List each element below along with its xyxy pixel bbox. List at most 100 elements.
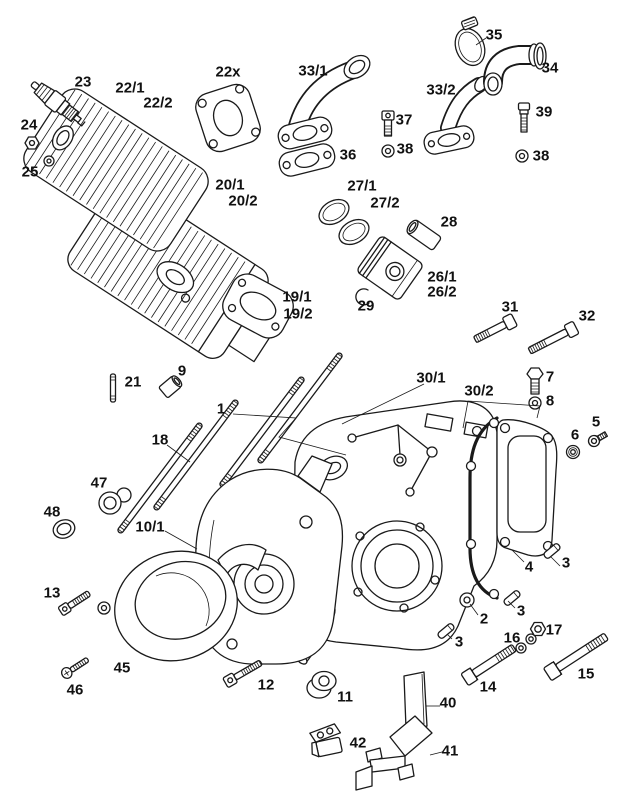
part-label-27-2: 27/2: [370, 194, 400, 212]
washer-6-drawing: [565, 444, 581, 460]
part-label-25: 25: [21, 163, 39, 181]
part-label-22-2: 22/2: [143, 94, 173, 112]
crankcase-right-half-drawing: [496, 419, 558, 557]
part-label-42: 42: [349, 734, 367, 752]
part-label-20-1: 20/1: [215, 176, 245, 194]
plug-nut-drawing: [24, 136, 40, 150]
part-label-47: 47: [90, 474, 108, 492]
screw-5-drawing: [587, 431, 609, 448]
bolt-37-drawing: [381, 110, 395, 137]
screw-39-drawing: [517, 102, 531, 133]
bolt-15-drawing: [543, 633, 609, 681]
piston-rings-drawing: [318, 198, 370, 246]
part-label-24: 24: [20, 116, 38, 134]
bolt-13-drawing: [57, 590, 91, 616]
intake-manifold-drawing: [277, 54, 371, 150]
bolt-14-drawing: [460, 644, 517, 686]
part-label-45: 45: [113, 659, 131, 677]
part-label-22-1: 22/1: [115, 79, 145, 97]
kickstart-cover-drawing: [97, 543, 267, 662]
center-gasket-drawing: [465, 416, 500, 600]
washer-38b-drawing: [515, 149, 529, 163]
part-label-20-2: 20/2: [228, 192, 258, 210]
dowel-pin-drawing: [437, 623, 455, 639]
part-label-5: 5: [591, 413, 601, 431]
part-label-19-1: 19/1: [282, 288, 312, 306]
part-label-3: 3: [516, 602, 526, 620]
seal-ring-drawing: [459, 592, 475, 608]
part-label-38: 38: [396, 140, 414, 158]
part-label-29: 29: [357, 297, 375, 315]
part-label-32: 32: [578, 307, 596, 325]
part-label-46: 46: [66, 681, 84, 699]
hose-clamp-drawing: [454, 16, 486, 67]
part-label-8: 8: [545, 392, 555, 410]
part-label-27-1: 27/1: [347, 177, 377, 195]
part-label-26-1: 26/1: [427, 268, 457, 286]
part-label-14: 14: [479, 678, 497, 696]
part-label-37: 37: [395, 111, 413, 129]
piston-pin-drawing: [406, 219, 442, 251]
part-label-4: 4: [524, 558, 534, 576]
part-label-34: 34: [541, 59, 559, 77]
part-label-9: 9: [177, 362, 187, 380]
manifold-gasket-drawing: [278, 143, 336, 177]
part-label-39: 39: [535, 103, 553, 121]
bolt-7-drawing: [526, 367, 544, 395]
part-label-23: 23: [74, 73, 92, 91]
bracket-41-drawing: [355, 715, 433, 791]
small-stud-drawing: [109, 373, 117, 403]
circlip-drawing: [355, 288, 370, 306]
grommet-11-drawing: [306, 670, 337, 699]
part-label-3: 3: [454, 633, 464, 651]
cylinder-head-drawing: [23, 88, 209, 252]
part-label-7: 7: [545, 368, 555, 386]
block-42-drawing: [309, 723, 343, 758]
part-label-3: 3: [561, 554, 571, 572]
part-label-28: 28: [440, 213, 458, 231]
dowel-pin-drawing: [503, 590, 521, 606]
washer-38-drawing: [381, 144, 395, 158]
part-label-19-2: 19/2: [283, 305, 313, 323]
part-label-17: 17: [545, 621, 563, 639]
part-label-35: 35: [485, 26, 503, 44]
plug-washer-drawing: [43, 155, 55, 167]
bushing-48-drawing: [52, 519, 76, 539]
crankcase-left-half-drawing: [292, 400, 498, 665]
part-label-13: 13: [43, 584, 61, 602]
base-gasket-drawing: [222, 273, 294, 339]
part-label-12: 12: [257, 676, 275, 694]
bolt-12-drawing: [222, 659, 263, 688]
part-label-26-2: 26/2: [427, 283, 457, 301]
bolt-32-drawing: [527, 321, 580, 355]
part-label-18: 18: [151, 431, 169, 449]
part-label-16: 16: [503, 629, 521, 647]
part-label-15: 15: [577, 665, 595, 683]
part-label-31: 31: [501, 298, 519, 316]
piston-drawing: [357, 236, 423, 300]
screw-46-drawing: [60, 657, 89, 679]
part-label-1: 1: [216, 400, 226, 418]
bolt-31-drawing: [473, 313, 518, 343]
part-label-33-2: 33/2: [426, 81, 456, 99]
dowel-pin-drawing: [543, 543, 561, 559]
part-label-41: 41: [441, 742, 459, 760]
part-label-30-2: 30/2: [464, 382, 494, 400]
dowel-sleeve-drawing: [158, 375, 183, 398]
part-label-6: 6: [570, 426, 580, 444]
part-label-48: 48: [43, 503, 61, 521]
nut-17-drawing: [529, 621, 547, 637]
part-label-40: 40: [439, 694, 457, 712]
fasteners-drawing: [57, 102, 609, 688]
plug-47-drawing: [98, 487, 132, 515]
part-label-33-1: 33/1: [298, 62, 328, 80]
rubber-elbow-drawing: [483, 42, 547, 96]
part-label-21: 21: [124, 373, 142, 391]
head-gasket-drawing: [195, 83, 261, 153]
part-label-22x: 22x: [215, 63, 241, 81]
part-label-2: 2: [479, 610, 489, 628]
part-label-36: 36: [339, 146, 357, 164]
part-label-30-1: 30/1: [416, 369, 446, 387]
